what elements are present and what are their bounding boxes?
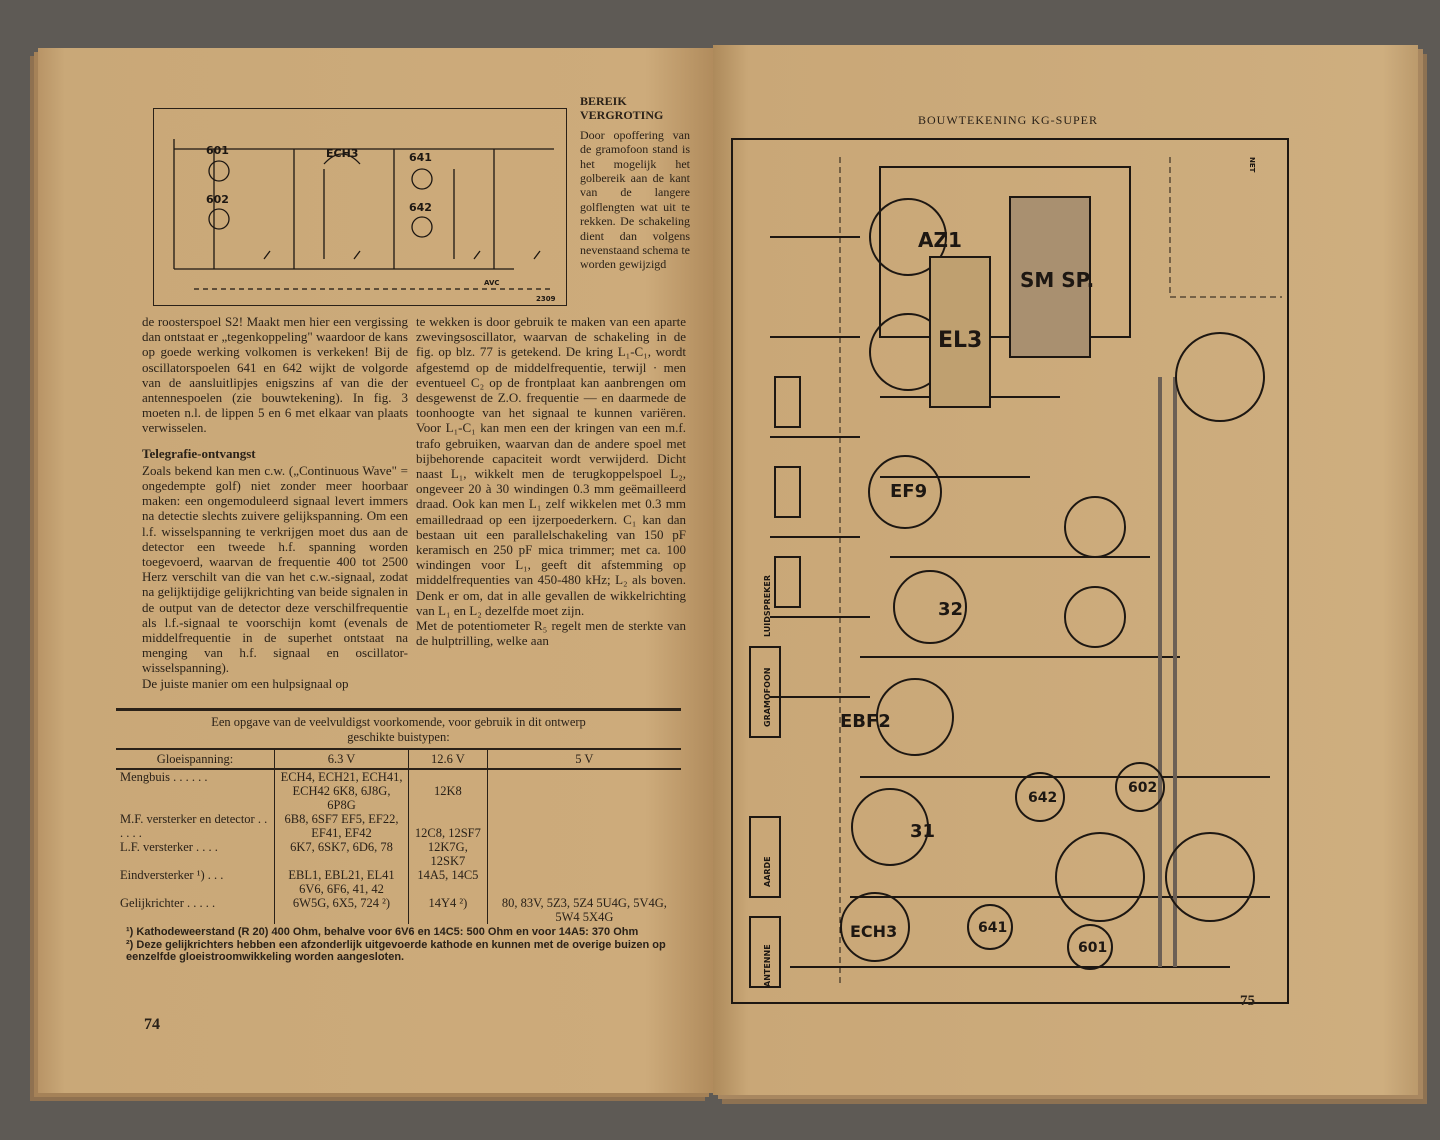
fig-label-642: 642 [409,201,432,214]
sidebar-box: BEREIK VERGROTING Door opoffering van de… [580,94,690,272]
tube-table-section: Een opgave van de veelvuldigst voorkomen… [116,708,681,964]
label-642: 642 [1028,790,1057,806]
fig-label-602: 602 [206,193,229,206]
table-caption: Een opgave van de veelvuldigst voorkomen… [211,715,586,744]
fig-label-601: 601 [206,144,229,157]
cell: 6B8, 6SF7 EF5, EF22, EF41, EF42 [274,812,409,840]
table-row: M.F. versterker en detector . . . . . .6… [116,812,681,840]
label-gramofoon: GRAMOFOON [763,668,772,727]
label-ef9: EF9 [890,481,927,502]
label-net: NET [1248,157,1256,173]
label-el3: EL3 [938,328,982,353]
cell: 12C8, 12SF7 [408,812,488,840]
cell: 14Y4 ²) [408,896,488,924]
table-row: Mengbuis . . . . . . ECH4, ECH21, ECH41, … [116,769,681,812]
table-row: L.F. versterker . . . . 6K7, 6SK7, 6D6, 7… [116,840,681,868]
cell: ECH4, ECH21, ECH41, ECH42 6K8, 6J8G, 6P8… [274,769,409,812]
label-641: 641 [978,920,1007,936]
section-heading: Telegrafie-ontvangst [142,445,256,461]
cell: 12K7G, 12SK7 [408,840,488,868]
left-page: 601 602 ECH3 641 642 AVC 2309 BEREIK VER… [38,48,713,1093]
page-number: 75 [1240,993,1255,1009]
row-label: M.F. versterker en detector . . . . . . [120,812,268,840]
row-label: L.F. versterker . . . . [120,840,218,854]
table-header: 12.6 V [408,748,488,770]
label-aarde: AARDE [763,856,772,887]
cell [486,769,681,812]
fig-number: 2309 [536,295,556,303]
circuit-figure: 601 602 ECH3 641 642 AVC 2309 [153,108,567,306]
table-row: Gelijkrichter . . . . . 6W5G, 6X5, 724 ²)… [116,896,681,924]
paragraph: Zoals bekend kan men c.w. („Continuous W… [142,462,408,676]
table-row: Eindversterker ¹) . . . EBL1, EBL21, EL41… [116,868,681,896]
label-t31: 31 [910,821,935,842]
paragraph: Met de potentiometer R₅ regelt men de st… [416,618,686,649]
right-page: BOUWTEKENING KG-SUPER AZ1 EL3 [713,45,1418,1095]
circuit-diagram: 601 602 ECH3 641 642 AVC 2309 [173,139,556,303]
label-602: 602 [1128,780,1157,796]
label-601: 601 [1078,940,1107,956]
footnote-1: ¹) Kathodeweerstand (R 20) 400 Ohm, beha… [126,926,639,938]
paragraph: De juiste manier om een hulpsignaal op [142,675,349,691]
fig-label-ech3: ECH3 [326,147,358,160]
cell: 80, 83V, 5Z3, 5Z4 5U4G, 5V4G, 5W4 5X4G [486,896,681,924]
fig-label-avc: AVC [484,279,500,287]
page-number: 74 [144,1016,160,1033]
wiring-diagram: AZ1 EL3 SM SP. EF9 32 EBF2 31 ECH3 642 6… [731,138,1289,1004]
cell [486,840,681,868]
label-ebf2: EBF2 [840,711,891,732]
paragraph: de roosterspoel S2! Maakt men hier een v… [142,314,408,436]
label-ech3: ECH3 [850,922,897,941]
paragraph: te wekken is door gebruik te maken van e… [416,314,686,618]
text-column-2: te wekken is door gebruik te maken van e… [416,314,686,648]
text-column-1: de roosterspoel S2! Maakt men hier een v… [142,314,408,691]
row-label: Gelijkrichter . . . . . [120,896,216,910]
label-antenne: ANTENNE [763,944,772,987]
label-luidspreker: LUIDSPREKER [763,575,772,637]
cell: 6W5G, 6X5, 724 ²) [274,896,409,924]
fig-label-641: 641 [409,151,432,164]
tube-table: Gloeispanning: 6.3 V 12.6 V 5 V Mengbuis… [116,748,681,924]
row-label: Eindversterker ¹) . . . [120,868,224,882]
table-header: 5 V [486,748,681,770]
footnote-2: ²) Deze gelijkrichters hebben een afzond… [126,938,666,964]
cell: 6K7, 6SK7, 6D6, 78 [274,840,409,868]
row-label: Mengbuis . . . . . . [120,770,208,784]
cell: 14A5, 14C5 [408,868,488,896]
cell [486,868,681,896]
cell [486,812,681,840]
table-header: 6.3 V [274,748,409,770]
page-title: BOUWTEKENING KG-SUPER [918,113,1098,127]
table-header: Gloeispanning: [116,748,275,770]
sidebar-text: Door opoffering van de gramofoon stand i… [580,127,690,272]
label-t32: 32 [938,599,963,620]
label-smsp: SM SP. [1020,268,1094,292]
cell: EBL1, EBL21, EL41 6V6, 6F6, 41, 42 [274,868,409,896]
label-az1: AZ1 [918,228,962,252]
sidebar-heading: BEREIK VERGROTING [580,94,664,123]
cell: 12K8 [408,769,488,812]
